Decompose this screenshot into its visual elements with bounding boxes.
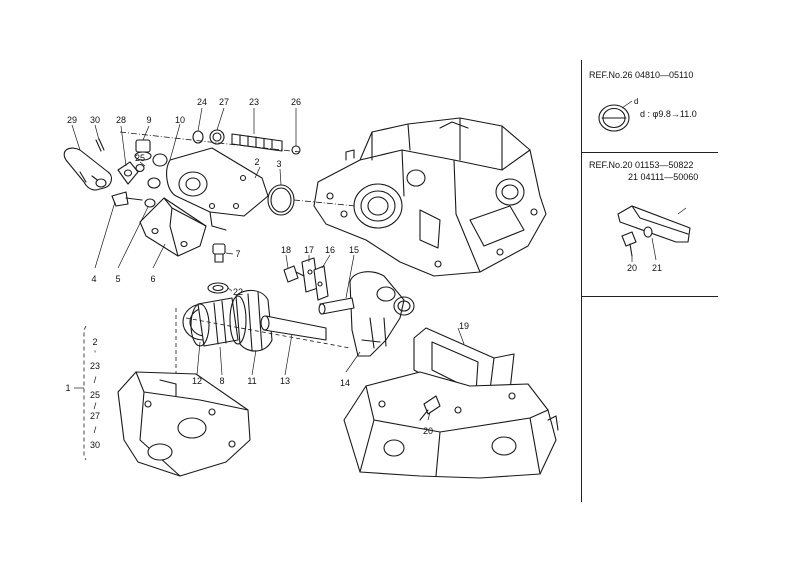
callout-16: 16 bbox=[324, 245, 336, 255]
group-list-item: 2 bbox=[92, 337, 98, 347]
callout-8: 8 bbox=[219, 376, 225, 386]
callout-10: 10 bbox=[174, 115, 186, 125]
callout-19: 19 bbox=[458, 321, 470, 331]
callout-5: 5 bbox=[115, 274, 121, 284]
callout-27: 27 bbox=[218, 97, 230, 107]
callout-24: 24 bbox=[196, 97, 208, 107]
callout-15: 15 bbox=[348, 245, 360, 255]
group-list-item: 27 bbox=[89, 411, 101, 421]
callout-11: 11 bbox=[247, 376, 257, 386]
group-list-separator: / bbox=[93, 425, 97, 435]
ref26-marker: d bbox=[634, 97, 639, 106]
callout-22: 22 bbox=[232, 287, 244, 297]
group-list-separator: / bbox=[93, 375, 97, 385]
sidebar-separator bbox=[582, 296, 718, 297]
group-list-item: 30 bbox=[89, 440, 101, 450]
main-housing-drawing bbox=[293, 117, 547, 277]
sidebar-divider bbox=[581, 60, 582, 502]
callout-14: 14 bbox=[339, 378, 351, 388]
ref26-washer-icon bbox=[598, 100, 633, 132]
callout-20: 20 bbox=[422, 426, 434, 436]
ref20-line2: 21 04111—50060 bbox=[628, 172, 699, 182]
callout-26: 26 bbox=[290, 97, 302, 107]
ref20-label-20: 20 bbox=[627, 263, 638, 273]
callout-13: 13 bbox=[279, 376, 291, 386]
callout-6: 6 bbox=[150, 274, 156, 284]
ref20-label-21: 21 bbox=[652, 263, 663, 273]
callout-9: 9 bbox=[146, 115, 152, 125]
sidebar-separator bbox=[582, 152, 718, 153]
ref26-spec: d : φ9.8→11.0 bbox=[640, 109, 697, 119]
ref20-bolt-washer-icon bbox=[617, 205, 691, 262]
callout-7: 7 bbox=[235, 249, 241, 259]
piston-cylinder-drawing bbox=[175, 289, 351, 440]
callout-23: 23 bbox=[248, 97, 260, 107]
callout-4: 4 bbox=[91, 274, 97, 284]
callout-2: 2 bbox=[254, 157, 260, 167]
ref26-title: REF.No.26 04810—05110 bbox=[589, 70, 694, 80]
group-list-item: 23 bbox=[89, 361, 101, 371]
callout-18: 18 bbox=[280, 245, 292, 255]
group-list-separator: ' bbox=[94, 349, 96, 359]
group-bracket bbox=[74, 325, 87, 461]
callout-17: 17 bbox=[303, 245, 315, 255]
callout-29: 29 bbox=[66, 115, 78, 125]
callout-1: 1 bbox=[65, 383, 71, 393]
group-list-item: 25 bbox=[89, 390, 101, 400]
lever-assembly-drawing bbox=[63, 107, 301, 294]
lower-right-housing-drawing bbox=[343, 371, 559, 479]
group-list-separator: / bbox=[93, 401, 97, 411]
ref20-line1: REF.No.20 01153—50822 bbox=[589, 160, 694, 170]
callout-30: 30 bbox=[89, 115, 101, 125]
callout-12: 12 bbox=[191, 376, 203, 386]
callout-3: 3 bbox=[276, 159, 282, 169]
callout-28: 28 bbox=[115, 115, 127, 125]
lower-left-housing-drawing bbox=[117, 371, 251, 477]
callout-25: 25 bbox=[134, 153, 146, 163]
